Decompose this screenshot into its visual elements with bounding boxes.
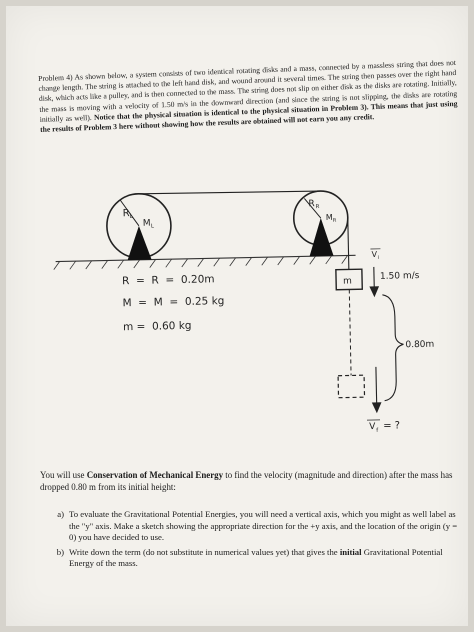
question-part-b: b) Write down the term (do not substitut… [40, 547, 460, 570]
part-a-text: To evaluate the Gravitational Potential … [69, 509, 458, 543]
left-disk: R L M L [106, 193, 172, 261]
final-mass-position [337, 374, 366, 399]
problem-statement: Problem 4) As shown below, a system cons… [38, 58, 458, 135]
v-final-value: = ? [383, 420, 400, 431]
left-mass-label: M [143, 219, 151, 229]
mass-label: m [343, 276, 352, 286]
right-radius-label: R [308, 199, 314, 209]
part-a-letter: a) [57, 509, 64, 519]
question-part-a: a) To evaluate the Gravitational Potenti… [40, 509, 460, 544]
shelf [53, 254, 356, 270]
equation-hanging-mass: m = 0.60 kg [123, 320, 192, 333]
v-final-label: V [369, 422, 376, 432]
left-radius-label: R [123, 208, 130, 219]
right-radius-sub: R [315, 204, 319, 210]
pulley-diagram: R L M L R R M R m V [53, 190, 434, 434]
drop-brace [382, 294, 404, 402]
equation-disk-masses: M = M = 0.25 kg [122, 295, 224, 309]
question-parts: a) To evaluate the Gravitational Potenti… [40, 509, 460, 573]
initial-velocity-arrow [369, 266, 380, 298]
right-disk: R R M R [292, 190, 349, 257]
intro-bold: Conservation of Mechanical Energy [86, 470, 224, 480]
dashed-string [348, 289, 352, 376]
given-values: R = R = 0.20m M = M = 0.25 kg m = 0.60 k… [122, 273, 225, 333]
string [138, 190, 350, 270]
worksheet-page: Problem 4) As shown below, a system cons… [6, 6, 468, 626]
right-disk-support [309, 218, 334, 257]
left-disk-support [127, 225, 152, 261]
right-mass-sub: R [333, 218, 337, 224]
equation-radii: R = R = 0.20m [122, 273, 215, 287]
v-initial-label: V [371, 250, 377, 259]
part-b-pre: Write down the term (do not substitute i… [69, 546, 340, 557]
part-b-bold: initial [339, 546, 362, 557]
question-intro: You will use Conservation of Mechanical … [40, 469, 460, 493]
part-b-post: Gravitational Potential Energy of the ma… [69, 546, 443, 569]
v-initial-sub: i [378, 255, 380, 261]
intro-post: to find the velocity (magnitude and dire… [40, 470, 453, 492]
v-final-sub: f [376, 428, 379, 434]
part-b-letter: b) [56, 546, 64, 557]
right-mass-label: M [326, 213, 333, 222]
left-mass-sub: L [151, 224, 155, 230]
final-velocity-arrow [371, 366, 382, 414]
speed-label: 1.50 m/s [380, 271, 420, 282]
left-radius-sub: L [130, 213, 134, 220]
part-b-text: Write down the term (do not substitute i… [69, 547, 460, 570]
intro-pre: You will use [40, 470, 87, 480]
drop-label: 0.80m [405, 340, 434, 351]
